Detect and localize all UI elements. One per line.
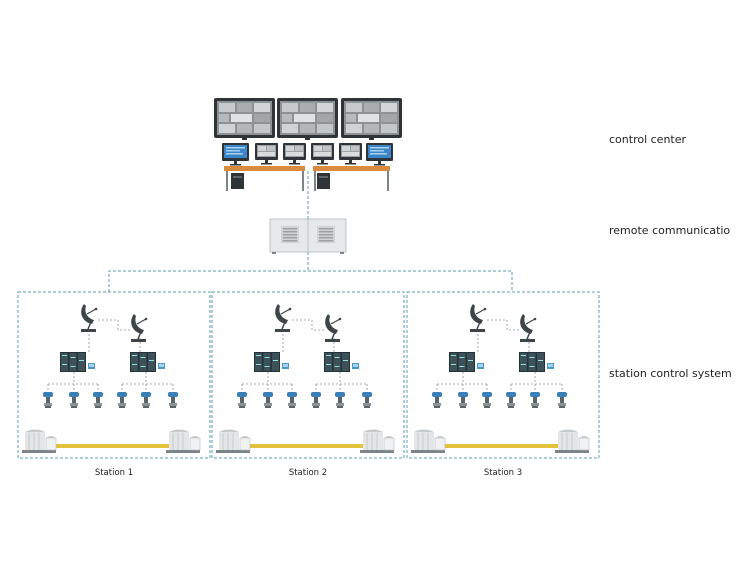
tier-label-remote-communication: remote communicatio	[609, 224, 731, 237]
tier-label-control-center: control center	[609, 133, 687, 146]
station-label-3: Station 3	[483, 468, 523, 478]
station-3	[406, 291, 600, 459]
server-cabinet-icon	[269, 218, 347, 254]
station-label-1: Station 1	[94, 468, 134, 478]
tier-label-station-control-system: station control system	[609, 367, 732, 380]
station-label-2: Station 2	[288, 468, 328, 478]
workstation-icon	[222, 143, 393, 191]
station-1	[17, 291, 211, 459]
station-2	[211, 291, 405, 459]
video-wall-icon	[214, 98, 402, 140]
